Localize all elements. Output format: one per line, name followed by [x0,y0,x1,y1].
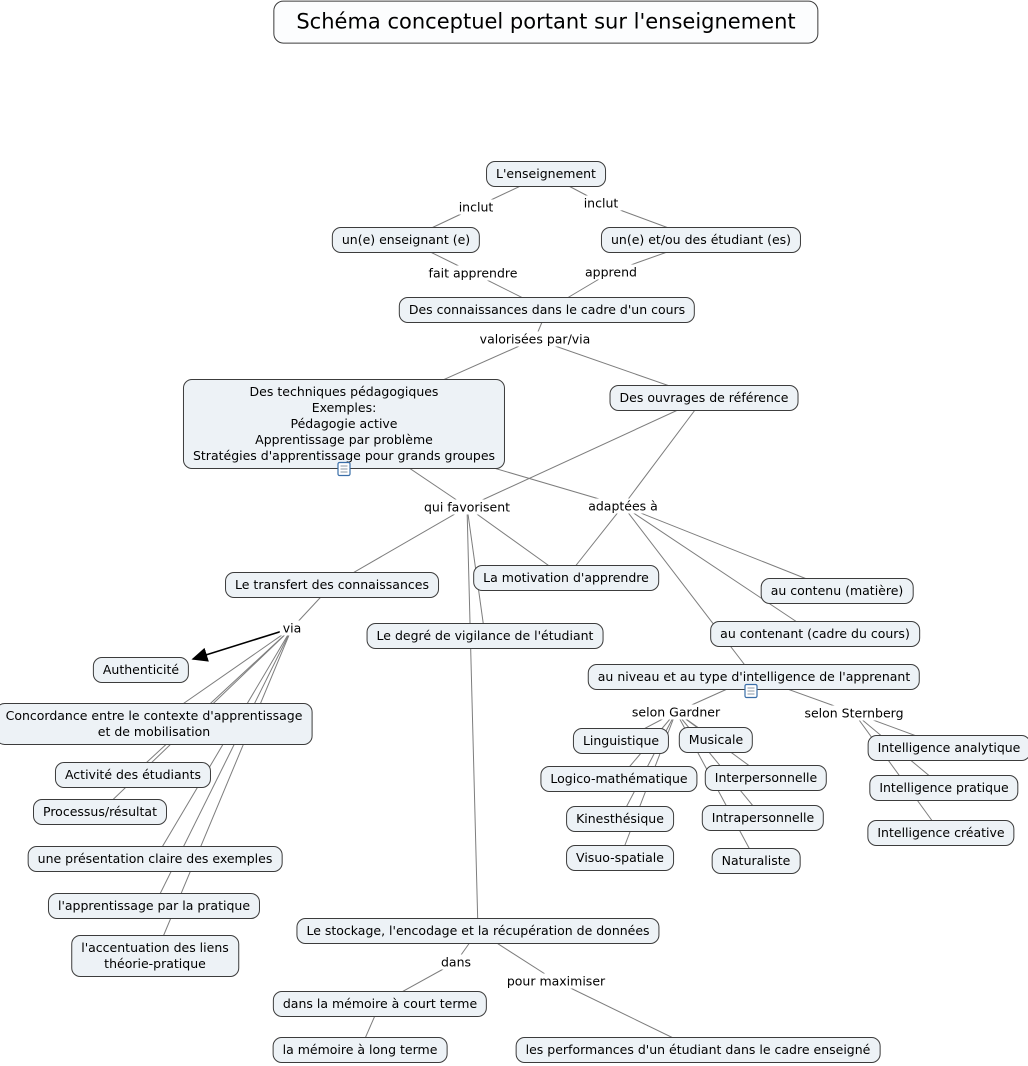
node-accentuation-liens[interactable]: l'accentuation des liens théorie-pratiqu… [71,935,239,977]
link-label-valorisees-par-via[interactable]: valorisées par/via [476,331,594,347]
node-intelligence-analytique[interactable]: Intelligence analytique [867,735,1028,761]
node-transfert-connaissances[interactable]: Le transfert des connaissances [225,572,439,598]
node-presentation-exemples[interactable]: une présentation claire des exemples [27,846,283,872]
link-label-inclut-right[interactable]: inclut [580,195,622,211]
link-label-pour-maximiser[interactable]: pour maximiser [503,973,609,989]
node-techniques-pedagogiques[interactable]: Des techniques pédagogiques Exemples: Pé… [182,379,506,469]
node-intelligence-pratique[interactable]: Intelligence pratique [869,775,1019,801]
node-intelligence-naturaliste[interactable]: Naturaliste [711,848,801,874]
node-intelligence-visuo-spatiale[interactable]: Visuo-spatiale [566,845,674,871]
node-intelligence-logico-mathematique[interactable]: Logico-mathématique [540,766,698,792]
node-contenant-cadre-cours[interactable]: au contenant (cadre du cours) [710,621,920,647]
resource-icon[interactable] [337,461,351,477]
node-enseignement[interactable]: L'enseignement [486,161,606,187]
node-niveau-type-intelligence[interactable]: au niveau et au type d'intelligence de l… [587,664,921,690]
node-memoire-long-terme[interactable]: la mémoire à long terme [272,1037,448,1063]
node-ouvrages-reference[interactable]: Des ouvrages de référence [609,385,799,411]
node-etudiants[interactable]: un(e) et/ou des étudiant (es) [600,227,802,253]
link-label-selon-sternberg[interactable]: selon Sternberg [801,705,907,721]
node-memoire-court-terme[interactable]: dans la mémoire à court terme [272,991,488,1017]
link-label-dans[interactable]: dans [437,954,475,970]
node-motivation-apprendre[interactable]: La motivation d'apprendre [473,565,659,591]
node-contenu-matiere[interactable]: au contenu (matière) [760,578,914,604]
node-connaissances[interactable]: Des connaissances dans le cadre d'un cou… [398,297,696,323]
node-intelligence-musicale[interactable]: Musicale [678,727,754,753]
link-label-fait-apprendre[interactable]: fait apprendre [425,265,521,281]
link-label-qui-favorisent[interactable]: qui favorisent [420,499,514,515]
node-enseignant[interactable]: un(e) enseignant (e) [331,227,481,253]
node-apprentissage-pratique[interactable]: l'apprentissage par la pratique [47,893,261,919]
link-label-adaptees-a[interactable]: adaptées à [585,498,661,514]
node-degre-vigilance[interactable]: Le degré de vigilance de l'étudiant [366,623,604,649]
node-activite-etudiants[interactable]: Activité des étudiants [54,762,212,788]
node-intelligence-linguistique[interactable]: Linguistique [572,728,670,754]
node-stockage-encodage[interactable]: Le stockage, l'encodage et la récupérati… [296,918,660,944]
node-concordance-contexte[interactable]: Concordance entre le contexte d'apprenti… [0,703,313,745]
resource-icon[interactable] [744,683,758,699]
link-label-selon-gardner[interactable]: selon Gardner [628,704,724,720]
map-title[interactable]: Schéma conceptuel portant sur l'enseigne… [273,0,819,44]
node-authenticite[interactable]: Authenticité [92,657,190,683]
link-label-via[interactable]: via [279,620,305,636]
node-intelligence-intrapersonnelle[interactable]: Intrapersonnelle [701,805,825,831]
link-label-apprend[interactable]: apprend [582,264,640,280]
node-processus-resultat[interactable]: Processus/résultat [33,799,167,825]
node-intelligence-kinesthesique[interactable]: Kinesthésique [566,806,674,832]
node-performances-etudiant[interactable]: les performances d'un étudiant dans le c… [515,1037,881,1063]
node-intelligence-interpersonnelle[interactable]: Interpersonnelle [704,765,828,791]
node-intelligence-creative[interactable]: Intelligence créative [867,820,1015,846]
link-label-inclut-left[interactable]: inclut [455,199,497,215]
